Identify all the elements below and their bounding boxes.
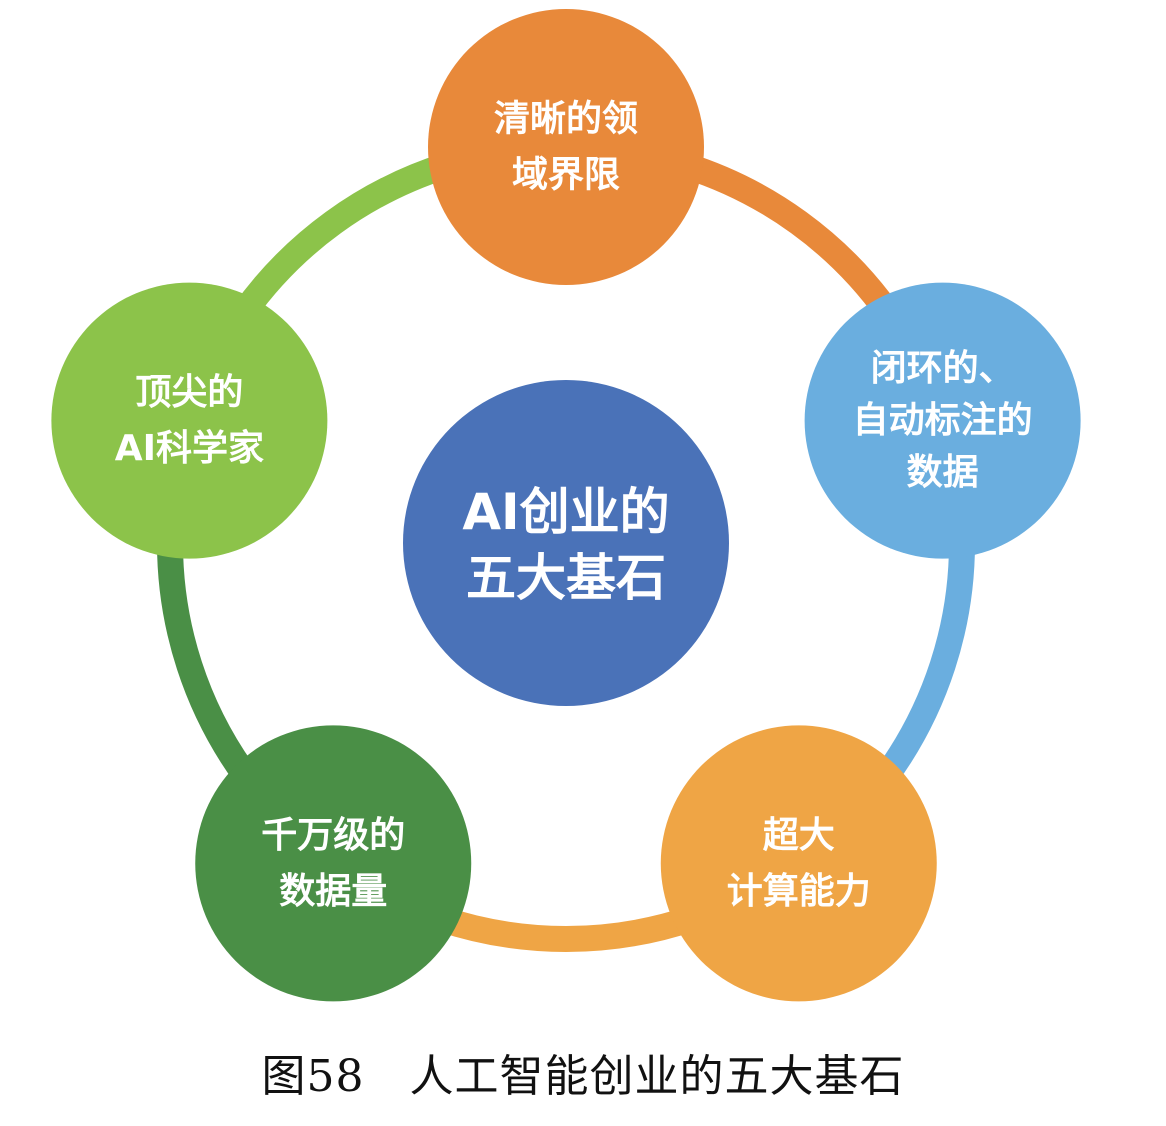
figure-title: 人工智能创业的五大基石 <box>409 1051 905 1102</box>
node-label-labeled-data-line-1: 闭环的、 <box>871 348 1015 389</box>
node-label-domain-boundary-line-2: 域界限 <box>512 155 620 196</box>
node-label-domain-boundary-line-1: 清晰的领 <box>494 99 638 140</box>
node-label-labeled-data-line-3: 数据 <box>907 452 979 493</box>
center-label-line-1: AI创业的 <box>462 483 669 541</box>
node-ai-scientists: 顶尖的 AI科学家 <box>51 282 328 559</box>
node-circle-compute-power <box>660 725 937 1002</box>
node-circle-domain-boundary <box>428 9 704 285</box>
node-label-ai-scientists-line-2: AI科学家 <box>115 427 264 469</box>
node-label-labeled-data-line-2: 自动标注的 <box>853 400 1033 441</box>
center-label-line-2: 五大基石 <box>466 549 666 607</box>
node-label-massive-data-line-1: 千万级的 <box>261 815 405 856</box>
node-circle-ai-scientists <box>51 282 328 559</box>
node-label-compute-power-line-2: 计算能力 <box>727 871 871 912</box>
figure-number: 图58 <box>261 1051 365 1102</box>
center-circle <box>403 380 729 706</box>
node-label-ai-scientists-line-1: 顶尖的 <box>135 372 243 413</box>
node-label-compute-power-line-1: 超大 <box>763 815 835 856</box>
node-circle-labeled-data <box>804 282 1081 559</box>
node-label-massive-data-line-2: 数据量 <box>279 871 387 912</box>
node-circle-massive-data <box>195 725 472 1002</box>
figure-caption: 图58 人工智能创业的五大基石 <box>0 1040 1166 1104</box>
